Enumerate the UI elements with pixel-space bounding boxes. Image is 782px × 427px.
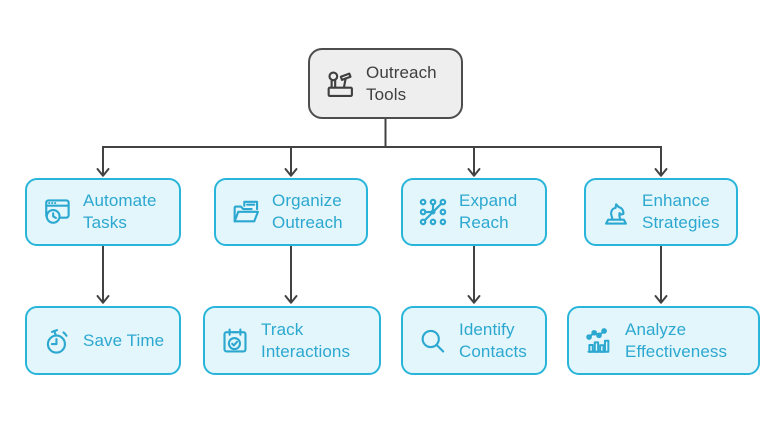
node-label: Outreach Tools — [366, 62, 437, 104]
node-identify-contacts: Identify Contacts — [401, 306, 547, 375]
magnifier-icon — [416, 324, 450, 358]
open-folder-document-icon — [229, 195, 263, 229]
chess-knight-icon — [599, 195, 633, 229]
tools-icon — [323, 67, 357, 101]
node-track-interactions: Track Interactions — [203, 306, 381, 375]
node-save-time: Save Time — [25, 306, 181, 375]
analytics-chart-icon — [582, 324, 616, 358]
stopwatch-icon — [40, 324, 74, 358]
network-nodes-icon — [416, 195, 450, 229]
calendar-check-icon — [218, 324, 252, 358]
node-label: Identify Contacts — [459, 319, 527, 361]
node-label: Automate Tasks — [83, 191, 157, 232]
node-label: Enhance Strategies — [642, 191, 720, 232]
node-organize-outreach: Organize Outreach — [214, 178, 368, 246]
node-automate-tasks: Automate Tasks — [25, 178, 181, 246]
node-label: Save Time — [83, 330, 165, 350]
node-label: Analyze Effectiveness — [625, 319, 728, 361]
node-label: Track Interactions — [261, 319, 351, 361]
node-outreach-tools: Outreach Tools — [308, 48, 463, 119]
node-expand-reach: Expand Reach — [401, 178, 547, 246]
node-label: Organize Outreach — [272, 191, 343, 232]
node-enhance-strategies: Enhance Strategies — [584, 178, 738, 246]
arrowheads — [96, 168, 668, 304]
node-label: Expand Reach — [459, 191, 518, 232]
automation-window-clock-icon — [40, 195, 74, 229]
node-analyze-effectiveness: Analyze Effectiveness — [567, 306, 760, 375]
